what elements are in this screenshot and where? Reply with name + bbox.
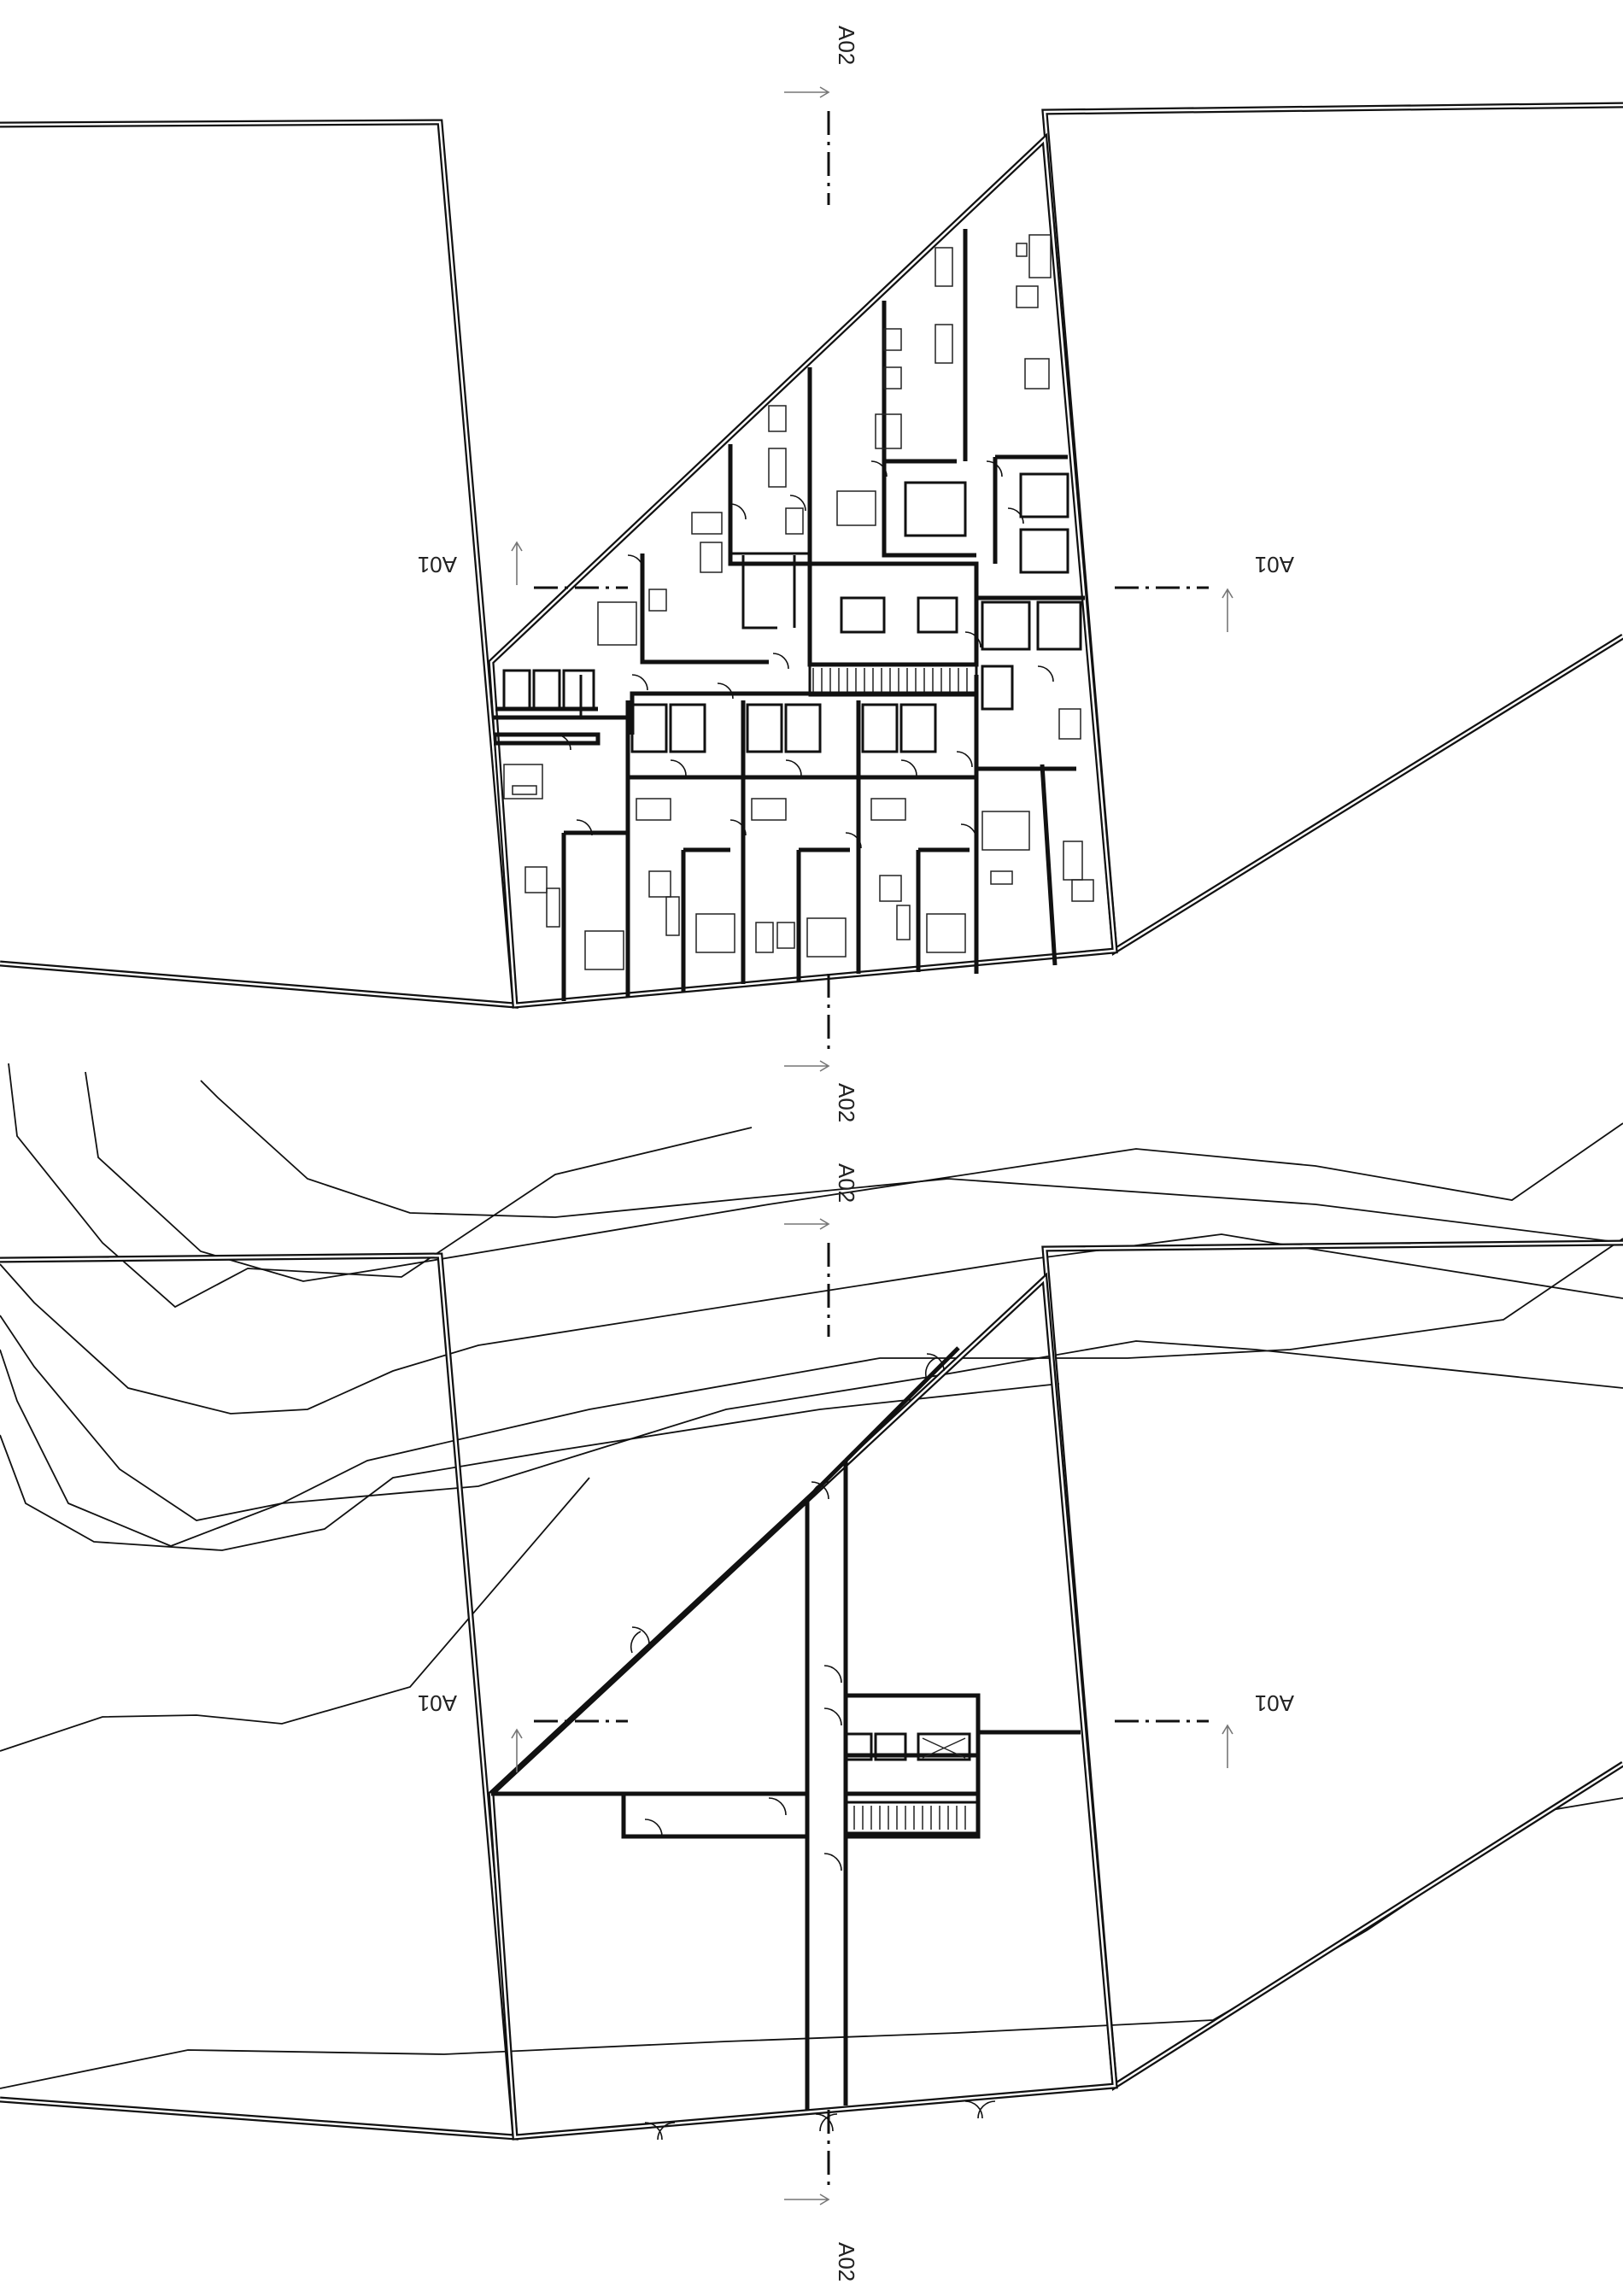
stair-upper [808, 663, 978, 697]
section-label-a01-upper-left: A01 [418, 552, 457, 577]
building-outline-upper [488, 132, 1118, 1009]
upper-units-south [494, 665, 1076, 1001]
section-label-a02-bottom: A02 [834, 2242, 859, 2281]
upper-floor-plan [0, 102, 1623, 1009]
section-label-a02-top: A02 [834, 26, 859, 65]
passage-lower [489, 1346, 1081, 2110]
building-outline-lower [488, 1272, 1118, 2141]
neighbor-building-left-lower [0, 1252, 519, 2141]
neighbor-building-right-lower [1041, 1239, 1623, 2092]
section-label-a01-upper-right: A01 [1255, 552, 1294, 577]
furniture-upper [503, 234, 1094, 970]
neighbor-building-right-upper [1041, 102, 1623, 956]
section-lines [534, 111, 1209, 2187]
doors-upper [554, 460, 1054, 849]
section-arrows [511, 86, 1233, 2205]
doors-lower [630, 1353, 996, 2141]
section-label-a01-lower-left: A01 [418, 1690, 457, 1716]
neighbor-building-left-upper [0, 119, 519, 1009]
upper-units-diagonal [640, 229, 1085, 665]
ground-floor-plan [0, 1239, 1623, 2141]
contour-lines [0, 1063, 1623, 2089]
section-label-a01-lower-right: A01 [1255, 1690, 1294, 1716]
section-label-a02-mid-lower: A02 [834, 1163, 859, 1203]
stair-lower [844, 1801, 980, 1835]
core-lower [843, 1693, 981, 1835]
core-upper [807, 561, 979, 697]
section-label-a02-mid-upper: A02 [834, 1083, 859, 1122]
